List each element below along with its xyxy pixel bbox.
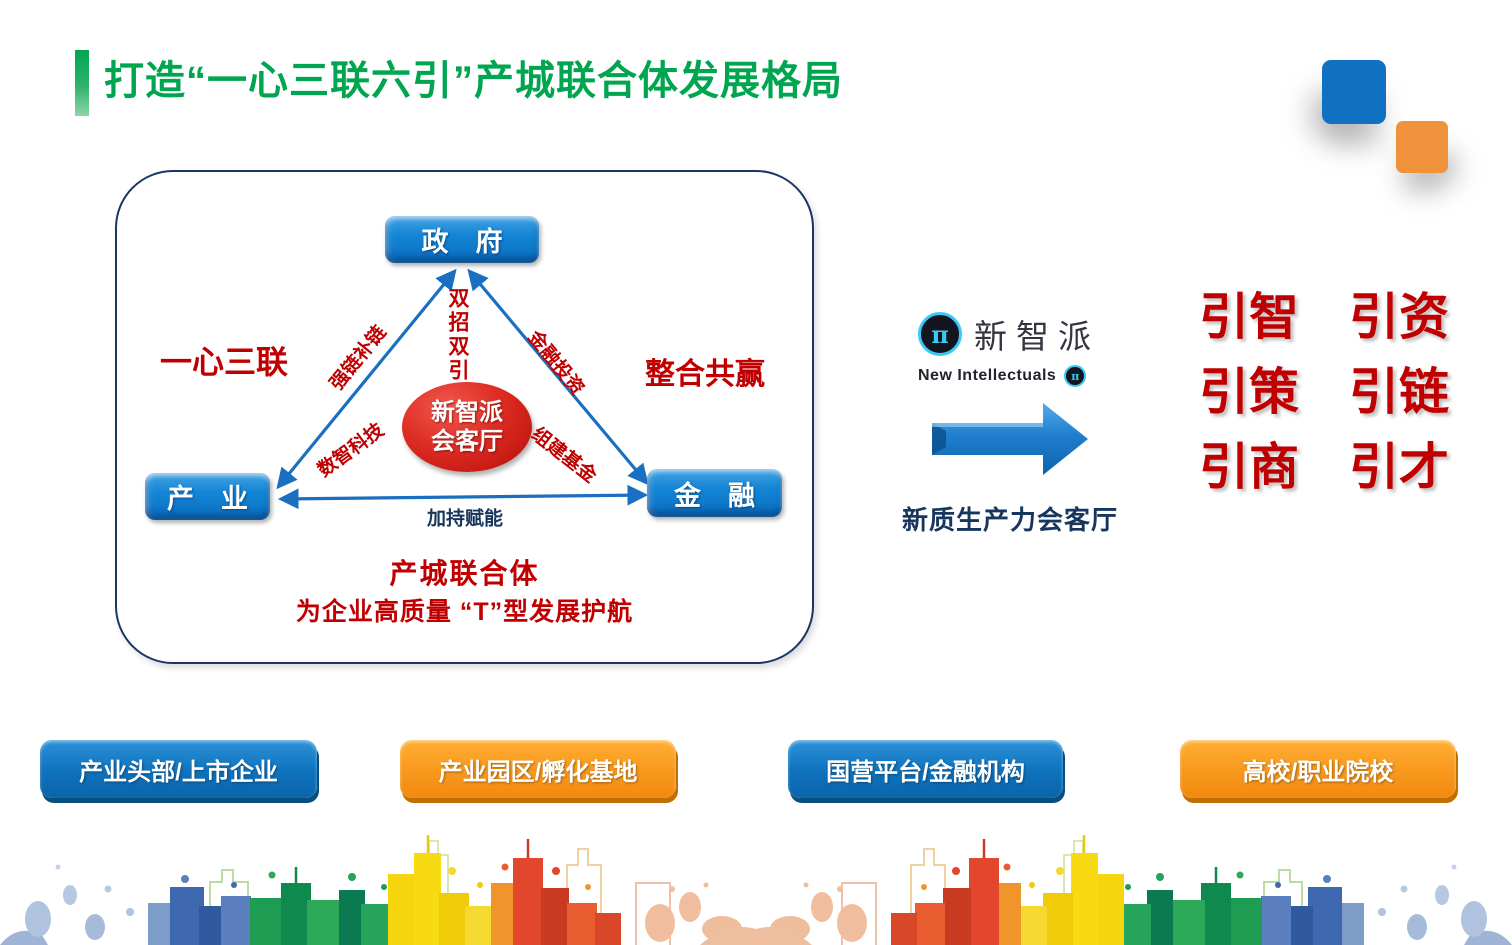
right-arrow-icon bbox=[932, 403, 1088, 475]
category-industry-leaders: 产业头部/上市企业 bbox=[40, 740, 317, 798]
diagram-panel: 政 府 产 业 金 融 新智派 会客厅 双招双引 强链补链 金融投资 数智科技 … bbox=[115, 170, 814, 664]
slogan-line: 引商 引才 bbox=[1199, 439, 1449, 495]
decorative-square-blue bbox=[1322, 60, 1386, 124]
center-hub-line2: 会客厅 bbox=[431, 428, 503, 455]
slogan-line: 引策 引链 bbox=[1199, 364, 1449, 420]
label-win-win: 整合共赢 bbox=[645, 358, 765, 391]
pi-glyph: π bbox=[1071, 369, 1080, 383]
category-universities: 高校/职业院校 bbox=[1180, 740, 1456, 798]
city-skyline-decoration bbox=[0, 833, 1512, 945]
pi-logo-icon-small: π bbox=[1064, 365, 1087, 387]
edge-government-finance bbox=[467, 268, 649, 486]
brand-name-en: New Intellectuals bbox=[918, 367, 1057, 384]
category-state-platforms: 国营平台/金融机构 bbox=[788, 740, 1063, 798]
node-government: 政 府 bbox=[385, 216, 539, 263]
center-hub-line1: 新智派 bbox=[431, 399, 503, 426]
panel-caption-sub: 为企业高质量 “T”型发展护航 bbox=[295, 598, 634, 626]
brand-name-cn: 新智派 bbox=[974, 318, 1100, 355]
node-finance: 金 融 bbox=[647, 469, 782, 517]
edge-industry-government bbox=[276, 268, 457, 490]
center-hub-ellipse: 新智派 会客厅 bbox=[402, 382, 532, 472]
decorative-square-orange bbox=[1396, 121, 1448, 173]
brand-caption: 新质生产力会客厅 bbox=[901, 505, 1118, 535]
brand-logo-block: π 新智派 New Intellectuals π bbox=[918, 310, 1108, 387]
triangle-connectors bbox=[276, 268, 649, 510]
page-title: 打造“一心三联六引”产城联合体发展格局 bbox=[104, 59, 843, 103]
title-accent-bar bbox=[75, 50, 89, 116]
category-industrial-parks: 产业园区/孵化基地 bbox=[400, 740, 676, 798]
edge-label-dual-recruit: 双招双引 bbox=[446, 287, 469, 383]
panel-caption-main: 产城联合体 bbox=[389, 558, 540, 589]
slogan-line: 引智 引资 bbox=[1199, 289, 1449, 345]
node-industry: 产 业 bbox=[145, 473, 270, 520]
edge-industry-finance bbox=[277, 484, 649, 510]
pi-glyph: π bbox=[931, 319, 949, 349]
slogan-block: 引智 引资 引策 引链 引商 引才 bbox=[1196, 280, 1452, 505]
label-one-core-three-links: 一心三联 bbox=[160, 344, 289, 380]
pi-logo-icon: π bbox=[918, 312, 962, 356]
edge-label-empower: 加持赋能 bbox=[426, 508, 504, 530]
